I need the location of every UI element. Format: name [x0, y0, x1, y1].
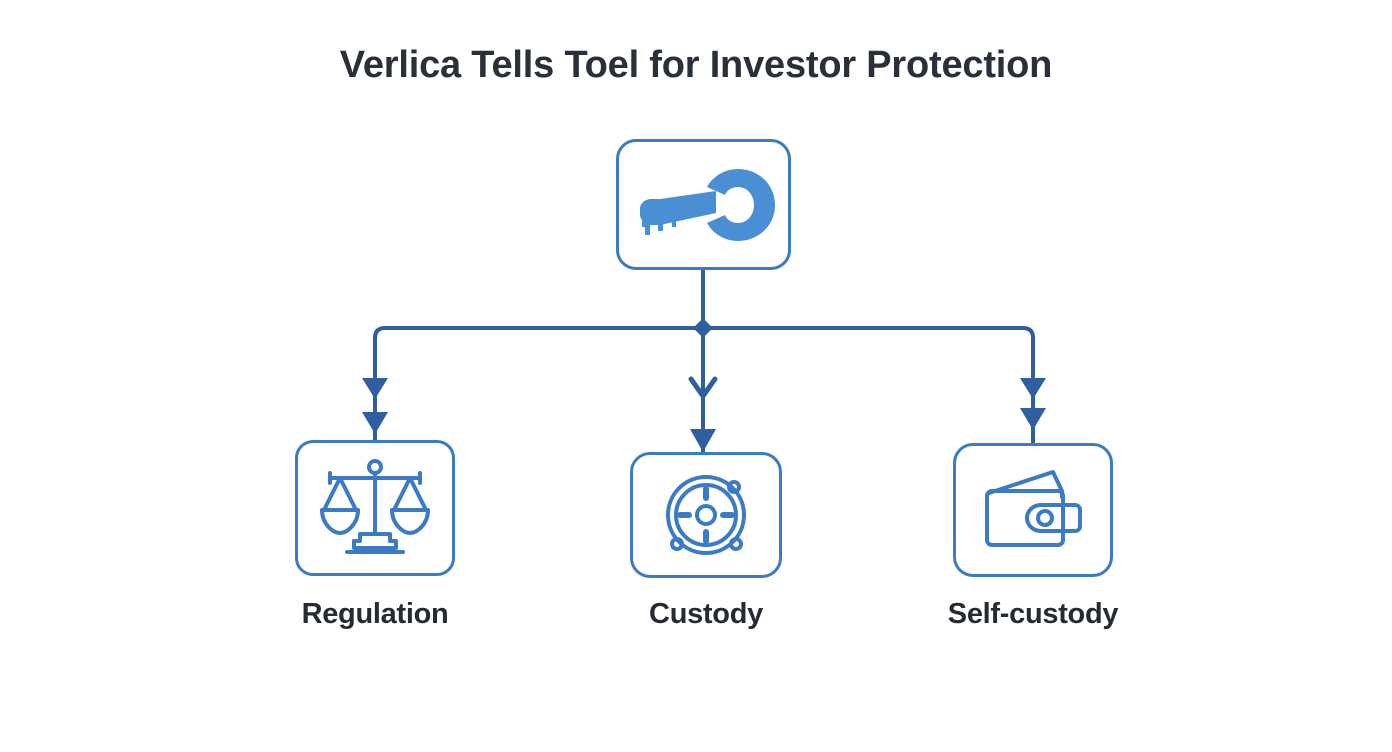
node-label-regulation: Regulation: [301, 598, 449, 630]
arrowhead-left-upper: [362, 378, 388, 399]
key-icon: [639, 168, 775, 241]
node-label-self-custody: Self-custody: [947, 598, 1119, 630]
wallet-icon: [985, 470, 1082, 547]
arrowhead-group-left: [362, 378, 388, 434]
node-label-custody: Custody: [649, 598, 763, 630]
arrowhead-middle-upper: [688, 376, 718, 399]
node-leaf-custody[interactable]: [630, 452, 782, 578]
arrowhead-right-upper: [1020, 378, 1046, 399]
node-root-key[interactable]: [616, 139, 791, 270]
vault-dial-icon: [666, 475, 746, 555]
balance-scale-icon: [320, 459, 430, 554]
node-leaf-self-custody[interactable]: [953, 443, 1113, 577]
page-title: Verlica Tells Toel for Investor Protecti…: [339, 44, 1053, 86]
arrowhead-left-lower: [362, 412, 388, 434]
arrowhead-right-lower: [1020, 408, 1046, 430]
arrowhead-group-right: [1020, 378, 1046, 430]
arrowhead-group-middle: [688, 376, 718, 452]
connector-horizontal-bar: [373, 326, 1035, 386]
node-leaf-regulation[interactable]: [295, 440, 455, 576]
diamond-junction-marker: [693, 318, 713, 338]
arrowhead-middle-lower: [690, 429, 716, 452]
